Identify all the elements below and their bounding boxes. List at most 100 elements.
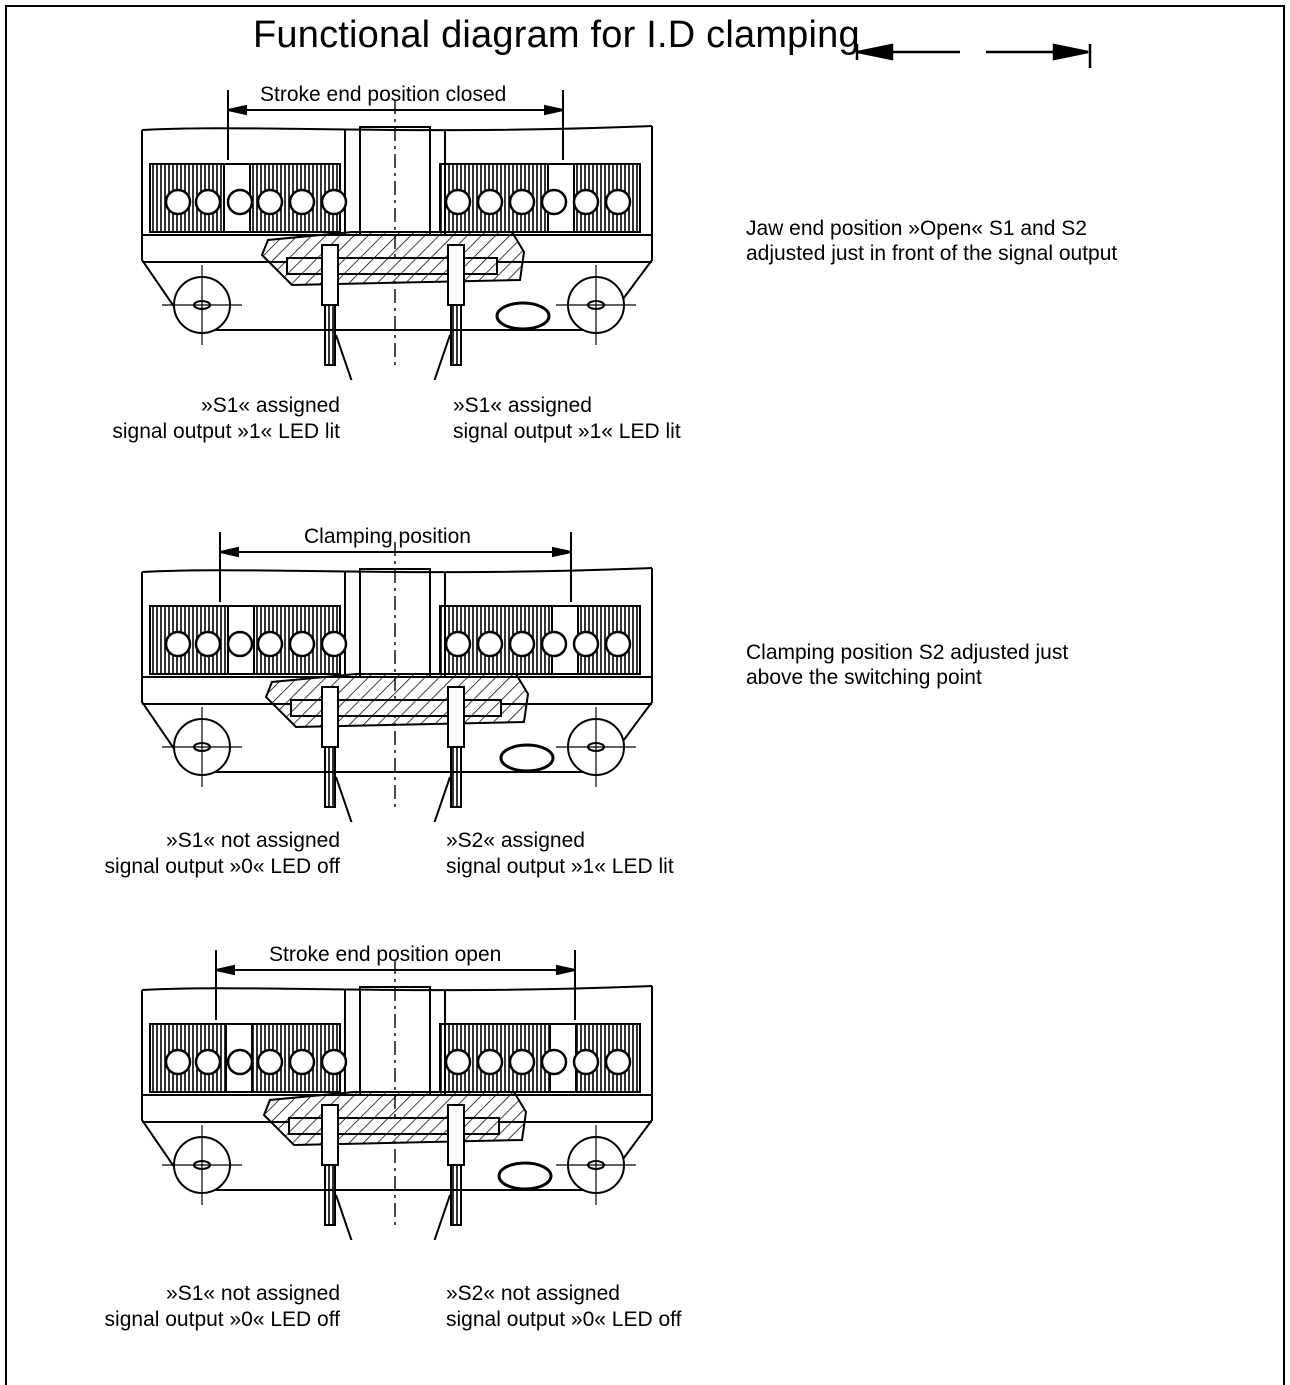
ball-bearing [508,1048,536,1076]
diagram-title: Functional diagram for I.D clamping [253,14,860,56]
sensor-cable [324,1164,336,1226]
panel-1-left-sensor-line2: signal output »1« LED lit [112,420,340,443]
panel-2-left-sensor-line1: »S1« not assigned [166,829,340,852]
ball-bearing [444,1048,472,1076]
panel-3-left-sensor-line1: »S1« not assigned [166,1282,340,1305]
ball-bearing [164,1048,192,1076]
sensor-leader-line [416,776,451,848]
panel-1-left-sensor-line1: »S1« assigned [201,394,340,417]
panel-2-right-sensor-line1: »S2« assigned [446,829,585,852]
sensor-cable [450,1164,462,1226]
panel-2-note-line2: above the switching point [746,666,982,689]
dimension-arrow-right-icon [552,546,572,558]
ball-bearing [194,188,222,216]
ball-bearing [540,630,568,658]
ball-bearing [226,188,254,216]
ball-bearing [256,1048,284,1076]
ball-bearing [540,1048,568,1076]
ball-bearing [572,188,600,216]
proximity-sensor [447,1104,465,1166]
ball-bearing [476,188,504,216]
proximity-sensor [447,244,465,306]
break-line [141,125,653,132]
dimension-arrow-right-icon [544,104,564,116]
ball-bearing [444,188,472,216]
panel-1 [0,80,1290,406]
panel-3 [0,940,1290,1266]
sensor-leader-line [335,1194,370,1266]
ball-bearing [288,188,316,216]
ball-bearing [226,630,254,658]
ball-bearing [256,188,284,216]
panel-1-note-line1: Jaw end position »Open« S1 and S2 [746,217,1087,240]
cable-loop [499,743,555,773]
dimension-arrow-left-icon [219,546,239,558]
panel-3-left-sensor-line2: signal output »0« LED off [104,1308,340,1331]
panel-2-left-sensor-line2: signal output »0« LED off [104,855,340,878]
dimension-arrow-left-icon [227,104,247,116]
ball-bearing [476,1048,504,1076]
ball-bearing [194,630,222,658]
ball-bearing [604,1048,632,1076]
ball-bearing [194,1048,222,1076]
break-line [141,985,653,992]
panel-2-note-line1: Clamping position S2 adjusted just [746,641,1069,664]
ball-bearing [604,188,632,216]
panel-2-dimension-label: Clamping position [304,525,471,548]
ball-bearing [226,1048,254,1076]
panel-2 [0,522,1290,848]
panel-geometry [141,90,653,406]
cable-loop [495,301,551,331]
ball-bearing [572,630,600,658]
ball-bearing [288,630,316,658]
sensor-cable [450,746,462,808]
panel-1-right-sensor-line2: signal output »1« LED lit [453,420,681,443]
ball-bearing [604,630,632,658]
proximity-sensor [447,686,465,748]
sensor-cable [324,304,336,366]
ball-bearing [164,188,192,216]
ball-bearing [164,630,192,658]
sensor-leader-line [335,776,370,848]
sensor-leader-line [416,334,451,406]
panel-1-right-sensor-line1: »S1« assigned [453,394,592,417]
direction-arrows-icon [855,43,1092,68]
panel-3-right-sensor-line1: »S2« not assigned [446,1282,620,1305]
sensor-cable [450,304,462,366]
ball-bearing [288,1048,316,1076]
ball-bearing [320,1048,348,1076]
sensor-leader-line [416,1194,451,1266]
proximity-sensor [321,1104,339,1166]
panel-1-note-line2: adjusted just in front of the signal out… [746,242,1118,265]
dimension-arrow-left-icon [215,964,235,976]
panel-1-dimension-label: Stroke end position closed [260,83,507,106]
panel-2-right-sensor-line2: signal output »1« LED lit [446,855,674,878]
panel-2-drawing [141,532,653,848]
ball-bearing [540,188,568,216]
ball-bearing [476,630,504,658]
sensor-plate-hatch [288,1117,500,1135]
ball-bearing [508,188,536,216]
panel-3-drawing [141,950,653,1266]
ball-bearing [256,630,284,658]
panel-geometry [141,532,653,848]
ball-bearing [320,188,348,216]
drawing-frame [5,5,1285,1385]
ball-bearing [320,630,348,658]
ball-bearing [508,630,536,658]
panel-3-dimension-label: Stroke end position open [269,943,502,966]
cable-loop [497,1161,553,1191]
sensor-cable [324,746,336,808]
sensor-leader-line [335,334,370,406]
proximity-sensor [321,244,339,306]
panel-geometry [141,950,653,1266]
panel-3-right-sensor-line2: signal output »0« LED off [446,1308,682,1331]
dimension-arrow-right-icon [556,964,576,976]
ball-bearing [572,1048,600,1076]
bearing-hatch-block [439,1023,641,1093]
break-line [141,567,653,574]
sensor-plate-hatch [286,257,498,275]
ball-bearing [444,630,472,658]
panel-1-drawing [141,90,653,406]
proximity-sensor [321,686,339,748]
